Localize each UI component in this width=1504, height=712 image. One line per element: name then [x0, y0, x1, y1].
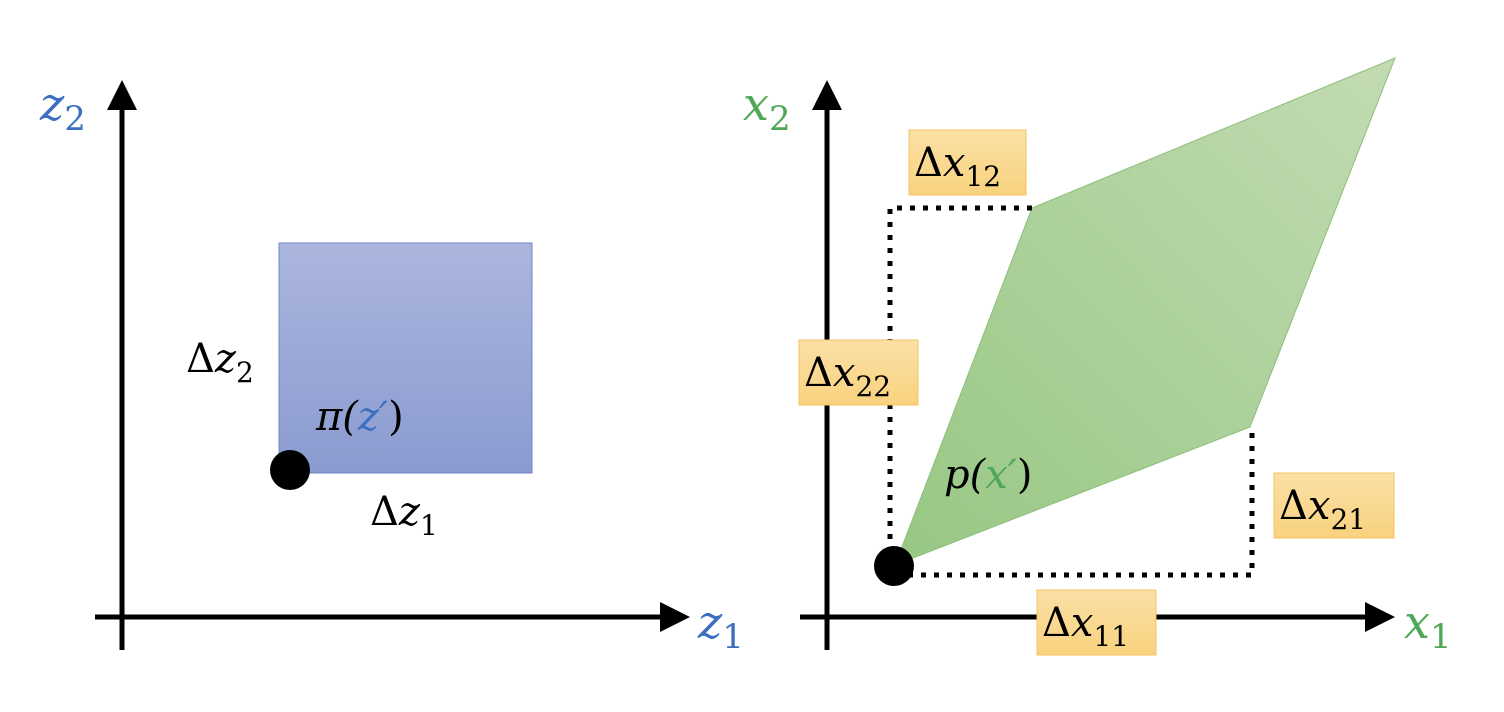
svg-text:Δx11: Δx11 — [1042, 600, 1129, 653]
delta-x12-tag: Δx12 — [908, 129, 1027, 196]
delta-z1-label: Δz1 — [370, 489, 438, 542]
delta-x22-tag: Δx22 — [798, 339, 919, 406]
delta-z2-label: Δz2 — [186, 336, 254, 389]
svg-text:Δx22: Δx22 — [804, 350, 891, 403]
svg-text:Δx21: Δx21 — [1279, 483, 1366, 536]
dotted-guide-upper — [887, 205, 1032, 565]
delta-x21-tag: Δx21 — [1273, 472, 1395, 539]
delta-x11-tag: Δx11 — [1036, 589, 1157, 656]
data-space-panel: x2 x1 Δx12 Δx22 Δx21 Δx11 p(x′) — [743, 57, 1452, 657]
x2-axis-label: x2 — [743, 77, 791, 139]
latent-point — [270, 450, 310, 490]
z1-axis-label: z1 — [697, 595, 744, 657]
svg-text:Δx12: Δx12 — [914, 140, 1001, 193]
x1-axis-label: x1 — [1404, 595, 1452, 657]
data-density-label: p(x′) — [944, 452, 1032, 498]
latent-density-label: π(z′) — [315, 394, 404, 440]
data-point — [874, 546, 914, 586]
dotted-guide-lower — [895, 427, 1255, 578]
latent-space-panel: z2 z1 Δz2 Δz1 π(z′) — [39, 77, 744, 657]
transformed-parallelogram — [894, 57, 1396, 566]
latent-square — [278, 242, 533, 474]
z2-axis-label: z2 — [39, 77, 86, 139]
